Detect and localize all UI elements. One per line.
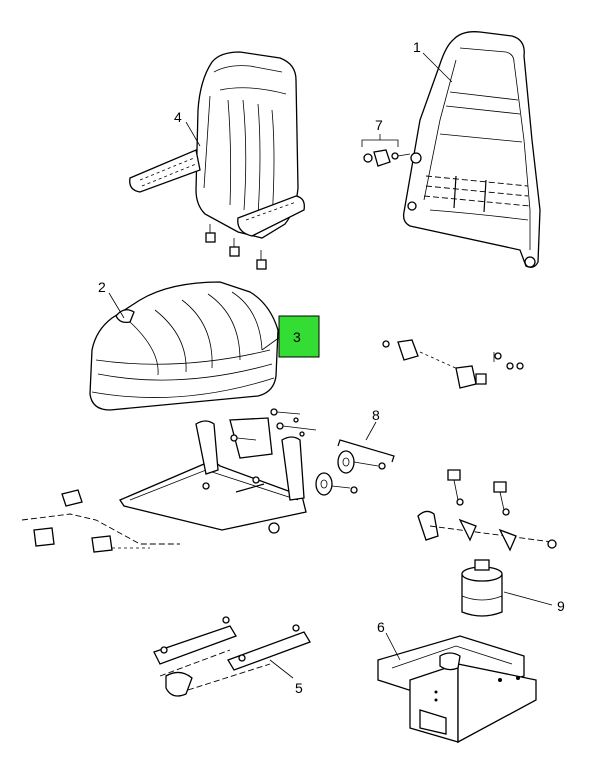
leader-7	[361, 139, 399, 147]
callout-3-highlight-box	[278, 315, 320, 358]
callout-3[interactable]: 3	[293, 329, 301, 345]
callout-4[interactable]: 4	[174, 109, 182, 125]
callout-7[interactable]: 7	[375, 117, 383, 133]
frame-bolts	[230, 408, 317, 442]
recliner-knob-hardware[interactable]	[363, 149, 411, 167]
callout-1[interactable]: 1	[413, 39, 421, 55]
callout-leaders	[108, 52, 553, 679]
leader-9	[503, 591, 553, 606]
leader-3	[261, 336, 281, 351]
seat-back-cushion[interactable]	[129, 51, 305, 270]
callout-5[interactable]: 5	[295, 680, 303, 696]
seat-slide-assembly[interactable]	[417, 469, 557, 552]
air-spring[interactable]	[461, 559, 503, 617]
leader-4	[185, 121, 201, 147]
seat-back-frame[interactable]	[402, 31, 541, 268]
leader-2	[108, 292, 125, 319]
recliner-linkage[interactable]	[382, 339, 524, 389]
callout-labels: 1 2 3 4 5 6 7 8 9	[98, 39, 565, 696]
callout-6[interactable]: 6	[377, 619, 385, 635]
seat-frame[interactable]	[21, 408, 317, 553]
leader-8	[365, 421, 377, 441]
callout-8[interactable]: 8	[372, 407, 380, 423]
callout-9[interactable]: 9	[557, 598, 565, 614]
leader-5	[269, 659, 294, 679]
callout-2[interactable]: 2	[98, 279, 106, 295]
seat-slide-rails[interactable]	[153, 616, 311, 697]
leader-1	[422, 52, 453, 83]
slide-rollers[interactable]	[315, 439, 395, 496]
leader-6	[385, 632, 401, 661]
seat-cushion[interactable]	[89, 281, 279, 411]
seat-pedestal-base[interactable]	[377, 635, 537, 744]
